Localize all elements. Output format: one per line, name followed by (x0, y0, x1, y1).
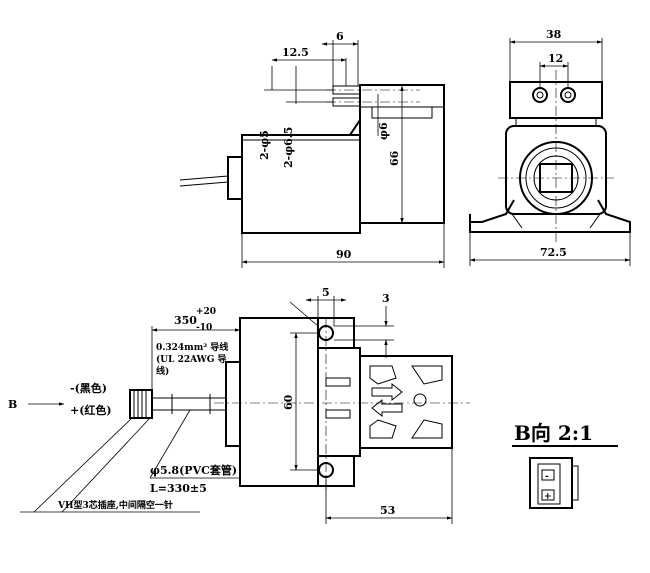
dim-2-phi6-5: 2-φ6.5 (282, 127, 295, 168)
pin-minus-label: - (545, 472, 549, 482)
dim-350: 350 (174, 314, 197, 327)
sleeve-length: L=330±5 (150, 482, 207, 495)
base-ribs (511, 213, 601, 229)
sleeve-ends (171, 394, 211, 414)
valve-pockets (369, 365, 443, 439)
front-head (509, 81, 603, 119)
wire-spec-line1: 0.324mm² 导线 (156, 341, 228, 353)
port-right (560, 87, 576, 103)
top-nozzle-1 (325, 377, 351, 387)
top-cable (152, 397, 226, 411)
cable-gland (227, 156, 243, 200)
dim-350-plus: +20 (196, 307, 216, 317)
cable-connector (129, 389, 153, 419)
top-bracket (318, 317, 355, 487)
dim-53: 53 (380, 504, 395, 517)
valve-plate (359, 355, 453, 449)
dim-350-minus: -10 (196, 323, 212, 333)
side-view: 12.5 6 2-φ5 2-φ6.5 φ6 66 90 (179, 30, 445, 268)
wire-black-label: -(黑色) (70, 381, 107, 395)
leader-connector-2 (61, 417, 151, 513)
top-view: B -(黑色) +(红色) 350 +20 -10 0. (8, 286, 470, 524)
dim-5: 5 (322, 286, 330, 299)
detail-view-b: B向 2:1 - + (512, 421, 618, 509)
port-right-inner (564, 91, 572, 99)
top-gland (225, 361, 241, 447)
connector-note: VH型3芯插座,中间隔空一针 (57, 499, 173, 511)
dim-2-phi5: 2-φ5 (258, 130, 271, 160)
pin-plus (541, 489, 555, 501)
detail-title: B向 2:1 (514, 421, 593, 445)
pin-plus-label: + (544, 492, 552, 502)
housing-shoulder (349, 119, 361, 136)
view-marker-b: B (8, 398, 17, 411)
pin-minus (541, 469, 555, 481)
dim-72-5: 72.5 (540, 246, 567, 259)
motor-face-boss (539, 163, 573, 193)
flow-arrow-in (371, 382, 403, 402)
sleeve-spec: φ5.8(PVC套管) (150, 463, 237, 477)
side-cable (179, 175, 229, 187)
wire-red-label: +(红色) (70, 403, 112, 417)
leader-sleeve (149, 409, 191, 479)
port-left (532, 87, 548, 103)
flow-arrow-out (371, 398, 403, 418)
leader-connector-1 (33, 417, 133, 513)
dim-60: 60 (282, 394, 295, 410)
top-motor (239, 317, 319, 487)
valve-center (413, 393, 427, 407)
dim-90: 90 (336, 248, 352, 261)
top-pump-head (318, 347, 361, 457)
dim-66: 66 (388, 150, 401, 166)
dim-3: 3 (382, 292, 390, 305)
wire-spec-line3: 线) (156, 365, 169, 377)
dim-phi6: φ6 (377, 122, 390, 140)
top-nozzle-2 (325, 409, 351, 419)
detail-connector-latch (571, 465, 579, 501)
connector-ribs (133, 390, 147, 418)
detail-connector-inner (537, 463, 561, 505)
dim-38: 38 (546, 28, 562, 41)
dim-6: 6 (336, 30, 344, 43)
front-view: 38 12 72.5 (469, 28, 631, 266)
wire-spec-line2: (UL 22AWG 导 (156, 354, 227, 365)
dim-12-5: 12.5 (282, 46, 309, 59)
leader-slot (289, 301, 319, 327)
port-left-inner (536, 91, 544, 99)
front-base (469, 199, 631, 233)
dim-12: 12 (548, 52, 563, 65)
